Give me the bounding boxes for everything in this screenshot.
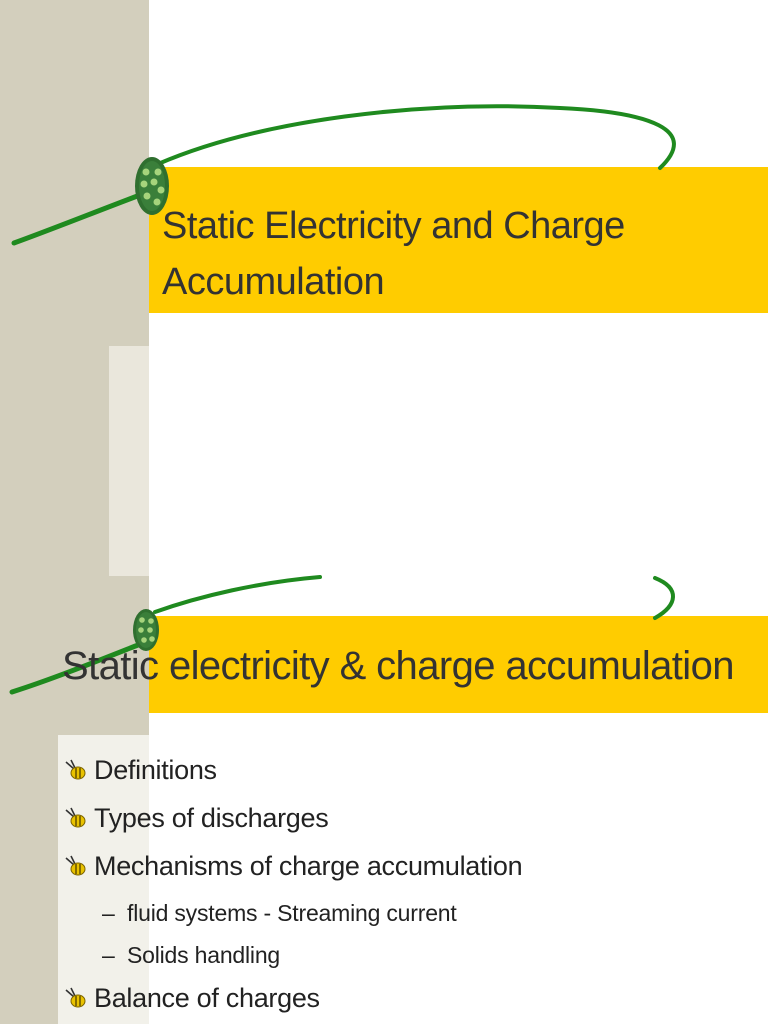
bullet-text: Solids handling [127, 942, 281, 968]
slide-2-title: Static electricity & charge accumulation [62, 644, 734, 688]
dash-marker: – [102, 900, 115, 926]
dash-marker: – [102, 942, 115, 968]
fiber-cable-end-icon [133, 609, 159, 651]
bullet-text: Balance of charges [94, 983, 320, 1013]
bee-bullet-icon [65, 807, 86, 828]
list-item: Definitions [62, 748, 762, 796]
slide-1-title: Static Electricity and Charge Accumulati… [162, 205, 625, 303]
title-band-slide-1 [149, 167, 768, 313]
sidebar-inset-panel [109, 346, 149, 576]
list-item: Mechanisms of charge accumulation [62, 844, 762, 892]
list-item: – fluid systems - Streaming current [62, 892, 762, 934]
bullet-text: Definitions [94, 755, 217, 785]
sidebar-lower-panel [58, 735, 149, 1024]
list-item: – Solids handling [62, 934, 762, 976]
bullet-text: Types of discharges [94, 803, 329, 833]
title-band-slide-2 [149, 616, 768, 713]
bullet-text: Mechanisms of charge accumulation [94, 851, 523, 881]
fiber-cable-end-icon [135, 157, 169, 215]
bullet-text: fluid systems - Streaming current [127, 900, 457, 926]
list-item: Balance of charges [62, 976, 762, 1024]
list-item: Types of discharges [62, 796, 762, 844]
bee-bullet-icon [65, 855, 86, 876]
vine-decoration-slide-1 [11, 104, 676, 246]
bee-bullet-icon [65, 987, 86, 1008]
bee-bullet-icon [65, 759, 86, 780]
bullet-list: Definitions Types of discharges Mechanis… [62, 748, 762, 1024]
